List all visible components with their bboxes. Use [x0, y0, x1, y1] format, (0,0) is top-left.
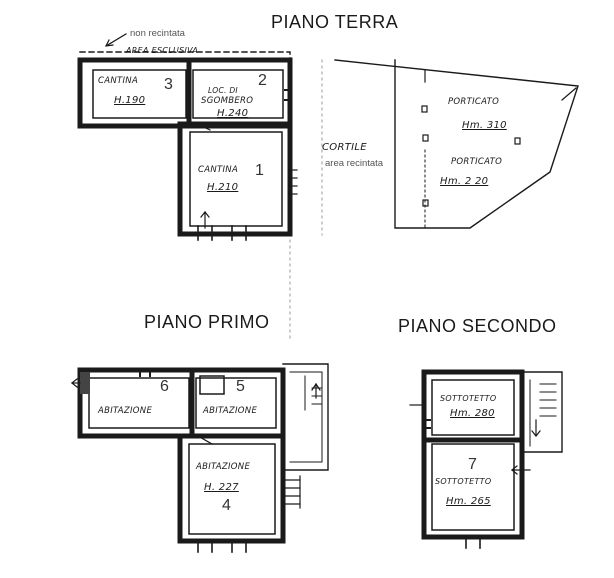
label-sottotetto-1-height: Hm. 280	[450, 408, 495, 419]
label-porticato-1-height: Hm. 310	[462, 120, 507, 131]
label-porticato-2-height: Hm. 2 20	[440, 176, 489, 187]
label-cantina-3-height: H.190	[114, 95, 146, 106]
label-abitazione-4-height: H. 227	[204, 482, 239, 493]
label-area-esclusiva: AREA ESCLUSIVA	[126, 46, 199, 55]
room-number-4: 4	[222, 497, 231, 514]
label-loc-height: H.240	[217, 108, 249, 119]
label-sottotetto-2: SOTTOTETTO	[435, 477, 492, 486]
label-loc-line1: LOC. DI	[208, 86, 238, 95]
label-cantina-1-height: H.210	[207, 182, 239, 193]
room-number-3: 3	[164, 76, 173, 93]
label-cantina-3: CANTINA	[98, 76, 139, 86]
label-sottotetto-2-height: Hm. 265	[446, 496, 491, 507]
room-number-1: 1	[255, 162, 264, 179]
ground-left-building	[77, 33, 298, 241]
label-porticato-1: PORTICATO	[448, 97, 500, 107]
label-area-recintata: area recintata	[325, 158, 384, 169]
label-abitazione-6: ABITAZIONE	[98, 406, 153, 416]
label-non-recintata: non recintata	[130, 28, 185, 39]
label-cantina-1: CANTINA	[198, 165, 239, 175]
label-cortile: CORTILE	[322, 142, 367, 153]
room-number-5: 5	[236, 378, 245, 395]
label-abitazione-4: ABITAZIONE	[196, 462, 251, 472]
room-number-6: 6	[160, 378, 169, 395]
heading-piano-terra: PIANO TERRA	[271, 12, 399, 32]
label-abitazione-5: ABITAZIONE	[203, 406, 258, 416]
heading-piano-secondo: PIANO SECONDO	[398, 316, 557, 336]
label-porticato-2: PORTICATO	[451, 157, 503, 167]
room-number-2: 2	[258, 72, 267, 89]
room-number-7: 7	[468, 456, 477, 473]
ground-porticato	[334, 59, 579, 229]
heading-piano-primo: PIANO PRIMO	[144, 312, 270, 332]
label-sottotetto-1: SOTTOTETTO	[440, 394, 497, 403]
second-floor-building	[409, 369, 563, 549]
label-loc-line2: SGOMBERO	[201, 96, 254, 106]
first-floor-building	[71, 363, 329, 553]
